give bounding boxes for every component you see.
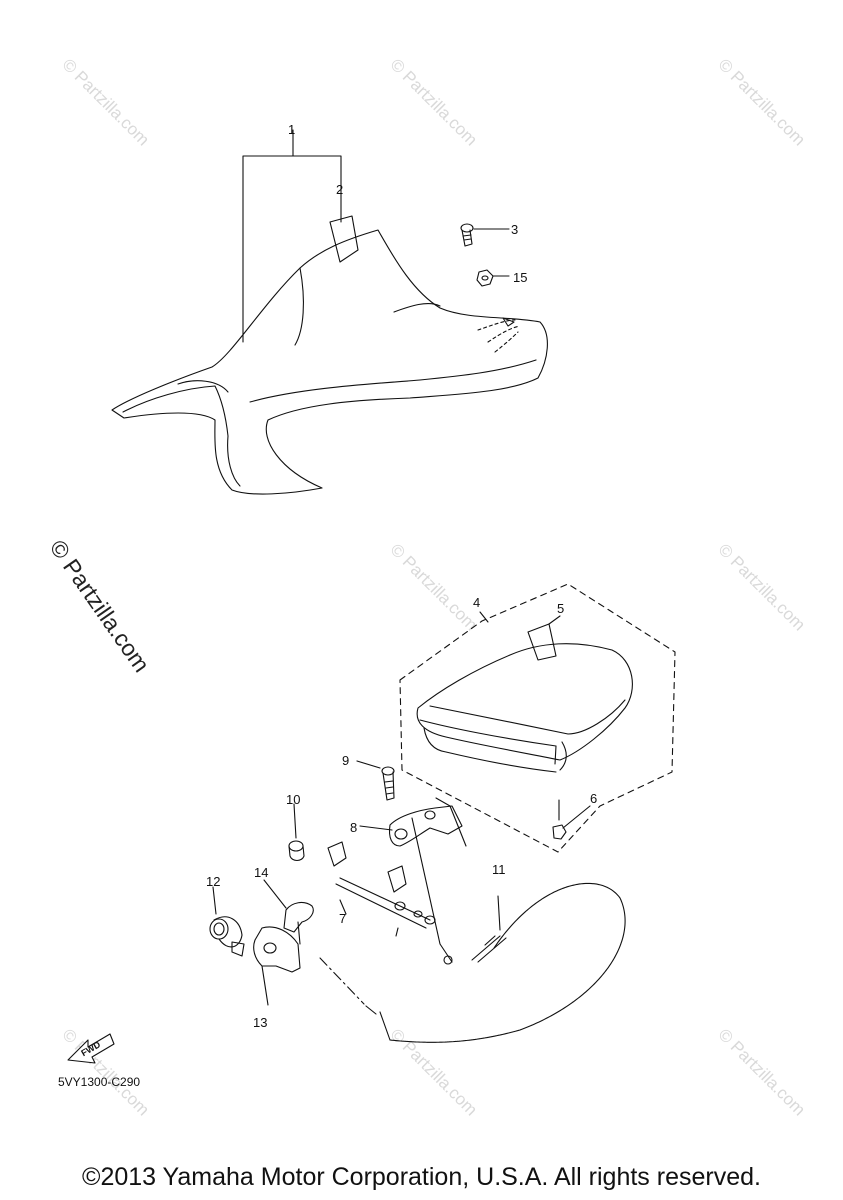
callout-13: 13 bbox=[253, 1015, 267, 1030]
label-tag-5 bbox=[527, 623, 557, 661]
callout-11: 11 bbox=[492, 862, 506, 877]
spacer-10 bbox=[288, 803, 305, 862]
cable-11 bbox=[319, 882, 626, 1043]
label-tag-2 bbox=[329, 215, 359, 263]
callout-1-bracket bbox=[242, 129, 342, 343]
fwd-arrow-icon bbox=[67, 1033, 115, 1064]
bracket-8 bbox=[359, 797, 467, 847]
callout-9: 9 bbox=[342, 753, 349, 768]
callout-8: 8 bbox=[350, 820, 357, 835]
bolt-3 bbox=[460, 223, 510, 247]
nut-15 bbox=[476, 269, 510, 287]
catalog-code: 5VY1300-C290 bbox=[58, 1075, 141, 1089]
rider-seat bbox=[111, 129, 548, 495]
callout-10: 10 bbox=[286, 792, 300, 807]
grommet-6 bbox=[552, 824, 567, 840]
callout-7: 7 bbox=[339, 911, 346, 926]
callout-3: 3 bbox=[511, 222, 518, 237]
latch-rod-7 bbox=[327, 817, 453, 965]
callout-numbers: 1 2 3 4 5 6 7 8 9 10 11 12 13 14 15 FWD bbox=[79, 122, 597, 1058]
callout-2: 2 bbox=[336, 182, 343, 197]
callout-15: 15 bbox=[513, 270, 527, 285]
kit-outline-4 bbox=[399, 583, 676, 853]
callout-12: 12 bbox=[206, 874, 220, 889]
callout-6: 6 bbox=[590, 791, 597, 806]
lock-bracket-13 bbox=[253, 926, 301, 1006]
bolt-9 bbox=[356, 760, 395, 801]
lever-14 bbox=[263, 879, 314, 945]
callout-4: 4 bbox=[473, 595, 480, 610]
callout-14: 14 bbox=[254, 865, 268, 880]
callout-1: 1 bbox=[288, 122, 295, 137]
passenger-seat bbox=[399, 583, 676, 853]
callout-5: 5 bbox=[557, 601, 564, 616]
copyright-notice: ©2013 Yamaha Motor Corporation, U.S.A. A… bbox=[82, 1163, 761, 1191]
key-cylinder-12 bbox=[209, 886, 245, 957]
